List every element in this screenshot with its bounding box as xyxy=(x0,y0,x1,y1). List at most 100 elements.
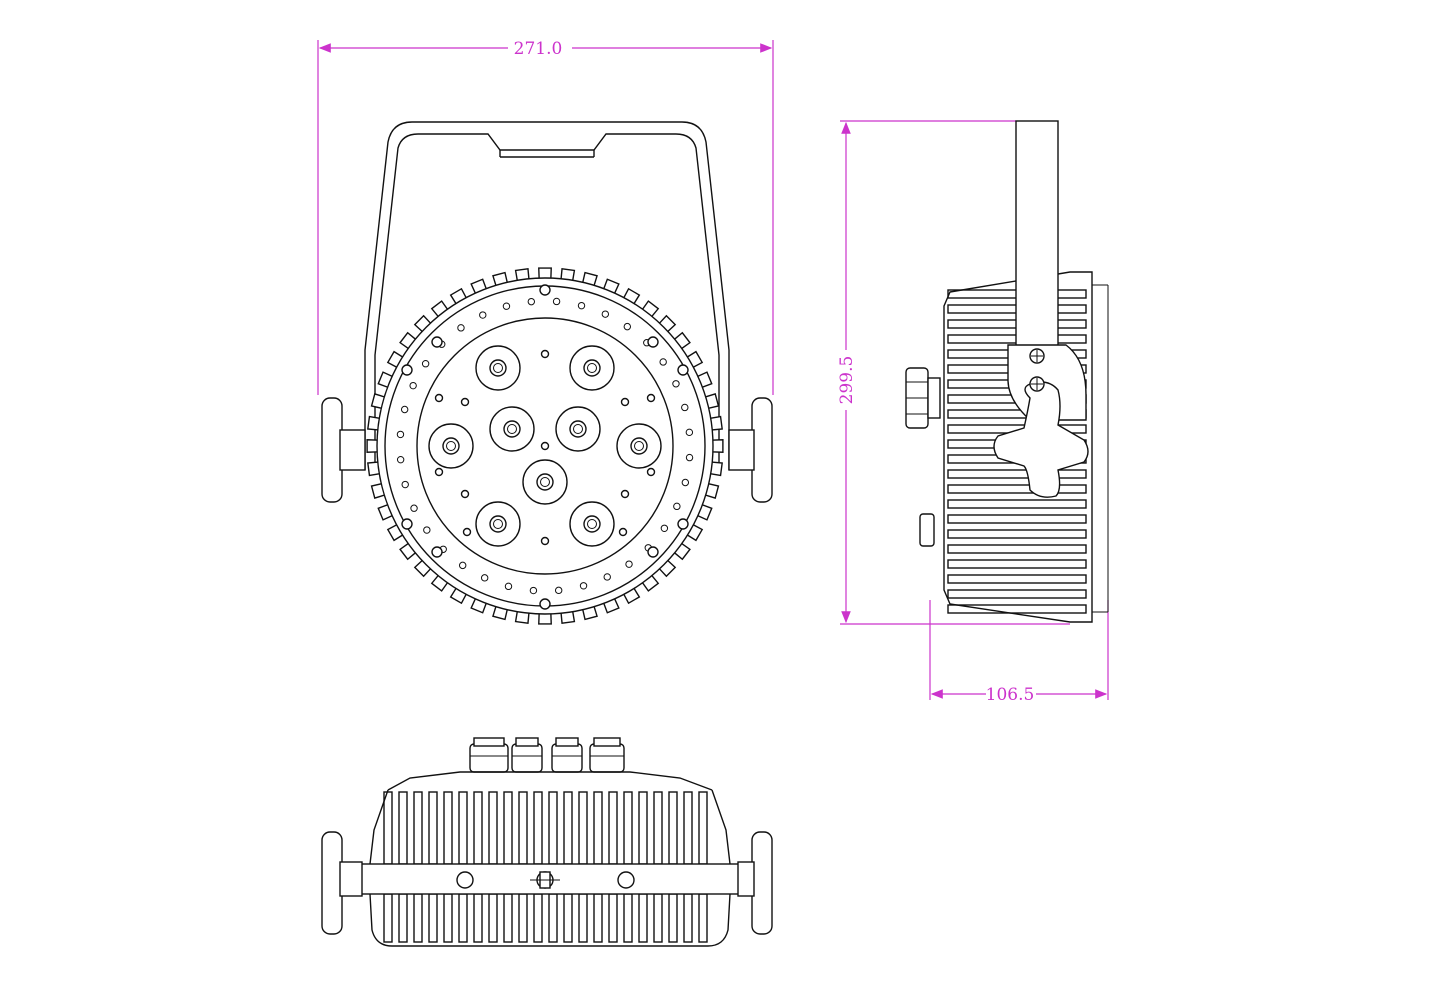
side-cable-gland xyxy=(905,367,941,429)
ring-hole xyxy=(681,403,689,412)
led-array xyxy=(428,345,662,547)
led-module xyxy=(428,423,474,469)
bottom-fin-bottom xyxy=(503,893,513,943)
front-yoke xyxy=(364,121,730,470)
connector-cap xyxy=(555,737,579,747)
ring-screw xyxy=(647,546,659,558)
ring-hole xyxy=(554,586,563,595)
bottom-fin-bottom xyxy=(533,893,543,943)
led-lens-inner xyxy=(634,441,644,451)
ring-hole xyxy=(601,310,610,318)
bottom-connector xyxy=(511,737,543,773)
connector-body xyxy=(589,743,625,773)
bottom-top-housing xyxy=(387,771,713,791)
bottom-fin-top xyxy=(683,791,693,865)
depth-dimension: 106.5 xyxy=(929,600,1109,705)
plate-screw xyxy=(434,467,444,477)
bottom-fin-bottom xyxy=(578,893,588,943)
ring-screw xyxy=(677,518,689,530)
height-label: 299.5 xyxy=(837,356,857,405)
plate-screw xyxy=(540,441,550,451)
ring-hole xyxy=(421,359,430,368)
plate-screw xyxy=(434,393,444,403)
ring-screw xyxy=(647,336,659,348)
ring-hole xyxy=(400,405,409,414)
bottom-connector xyxy=(589,737,625,773)
ring-hole xyxy=(623,322,632,331)
plate-screw xyxy=(646,393,656,403)
led-module xyxy=(569,501,615,547)
ring-screw xyxy=(401,364,413,376)
height-dimension: 299.5 xyxy=(837,120,1070,625)
bottom-connector xyxy=(551,737,583,773)
bottom-fin-bottom xyxy=(563,893,573,943)
bottom-right-knob xyxy=(737,831,773,935)
depth-label: 106.5 xyxy=(986,685,1035,705)
ring-hole xyxy=(552,297,561,306)
ring-hole xyxy=(479,311,487,319)
connector-cap xyxy=(593,737,621,747)
bottom-fin-bottom xyxy=(473,893,483,943)
plate-screw xyxy=(540,349,550,359)
bottom-fin-bottom xyxy=(398,893,408,943)
side-clamp-knob xyxy=(993,381,1089,498)
led-lens-middle xyxy=(630,437,648,455)
led-lens-outer xyxy=(489,406,535,452)
side-fin xyxy=(947,469,1087,479)
side-view xyxy=(905,120,1109,623)
ring-hole xyxy=(681,478,690,487)
bottom-fin-bottom xyxy=(413,893,423,943)
bottom-fin-top xyxy=(488,791,498,865)
led-module xyxy=(616,423,662,469)
plate-screw xyxy=(460,397,470,407)
bottom-fin-bottom xyxy=(608,893,618,943)
ring-screw xyxy=(401,518,413,530)
bottom-fin-top xyxy=(593,791,603,865)
ring-screw xyxy=(431,336,443,348)
ring-hole xyxy=(685,453,694,462)
bottom-fin-top xyxy=(458,791,468,865)
ring-hole xyxy=(396,430,405,439)
width-label: 271.0 xyxy=(514,39,563,59)
led-lens-outer xyxy=(475,501,521,547)
bottom-view xyxy=(321,737,773,947)
side-housing-outline xyxy=(943,271,1093,623)
side-fin xyxy=(947,529,1087,539)
connector-body xyxy=(469,743,509,773)
led-module xyxy=(489,406,535,452)
side-fin xyxy=(947,559,1087,569)
side-fin xyxy=(947,589,1087,599)
ring-hole xyxy=(625,560,633,568)
led-lens-inner xyxy=(540,477,550,487)
bottom-connector xyxy=(469,737,509,773)
led-lens-middle xyxy=(569,420,587,438)
led-lens-middle xyxy=(503,420,521,438)
bottom-connectors xyxy=(469,737,625,773)
ring-hole xyxy=(457,324,465,332)
bottom-heatsink-fins xyxy=(383,791,708,943)
led-module xyxy=(522,459,568,505)
ring-hole xyxy=(410,504,418,512)
bottom-fin-top xyxy=(428,791,438,865)
bottom-fin-bottom xyxy=(623,893,633,943)
ring-screw xyxy=(539,284,551,296)
led-lens-middle xyxy=(536,473,554,491)
bottom-fin-bottom xyxy=(548,893,558,943)
ring-hole xyxy=(527,297,536,306)
bottom-fin-bottom xyxy=(653,893,663,943)
bottom-fin-top xyxy=(668,791,678,865)
plate-screw xyxy=(460,489,470,499)
bottom-fin-top xyxy=(578,791,588,865)
bottom-fin-top xyxy=(638,791,648,865)
ring-hole xyxy=(603,573,611,581)
side-screw-top xyxy=(1029,348,1045,364)
bottom-fin-bottom xyxy=(683,893,693,943)
ring-hole xyxy=(401,480,409,489)
led-lens-middle xyxy=(489,515,507,533)
led-lens-inner xyxy=(587,519,597,529)
led-lens-inner xyxy=(493,519,503,529)
plate-screw xyxy=(620,489,630,499)
side-fin xyxy=(947,484,1087,494)
bottom-fin-top xyxy=(383,791,393,865)
front-screws xyxy=(401,284,689,610)
